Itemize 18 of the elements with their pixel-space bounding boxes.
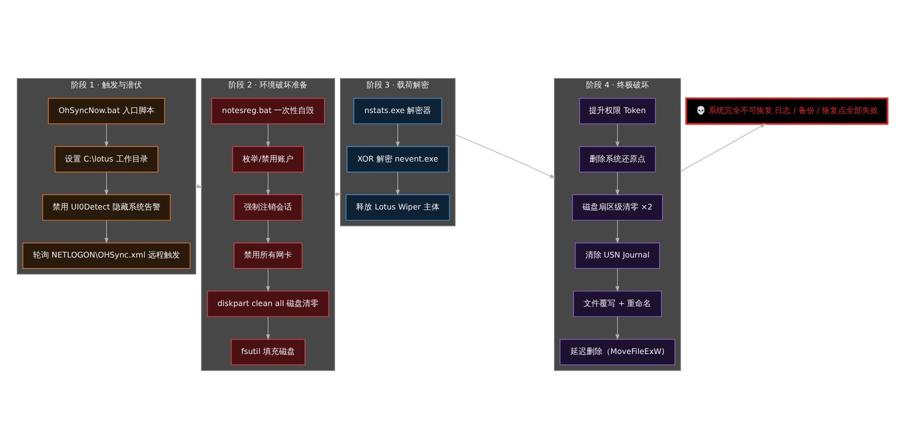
arrow bbox=[266, 220, 270, 244]
arrow bbox=[396, 123, 400, 147]
arrow bbox=[615, 171, 620, 195]
arrow bbox=[615, 220, 620, 244]
arrow bbox=[104, 220, 108, 244]
arrow bbox=[615, 123, 620, 147]
arrow bbox=[266, 123, 270, 147]
arrow bbox=[266, 268, 270, 292]
arrow bbox=[396, 171, 400, 195]
arrow bbox=[615, 316, 620, 340]
arrow bbox=[615, 268, 620, 292]
arrow bbox=[266, 316, 270, 340]
arrow bbox=[454, 134, 556, 178]
arrow bbox=[266, 171, 270, 195]
arrow bbox=[334, 192, 342, 196]
arrow bbox=[104, 171, 108, 195]
arrow bbox=[104, 123, 108, 147]
arrow bbox=[680, 123, 766, 172]
